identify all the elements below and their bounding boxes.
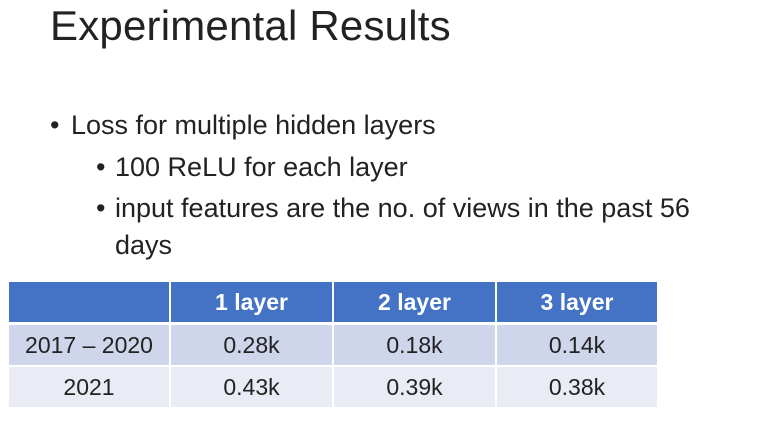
- bullet-marker: •: [96, 193, 106, 223]
- header-cell-empty: [7, 280, 171, 325]
- table-cell: 0.28k: [169, 322, 334, 367]
- row-label: 2017 – 2020: [7, 322, 171, 367]
- bullet-text: 100 ReLU for each layer: [115, 152, 408, 182]
- table-cell: 0.39k: [332, 365, 497, 409]
- header-cell-3-layer: 3 layer: [495, 280, 659, 325]
- table-cell: 0.14k: [495, 322, 659, 367]
- bullet-text-continuation: days: [115, 230, 173, 260]
- table-header-row: 1 layer 2 layer 3 layer: [7, 280, 659, 325]
- bullet-text: input features are the no. of views in t…: [115, 193, 690, 223]
- slide-title: Experimental Results: [50, 2, 451, 49]
- bullet-marker: •: [50, 110, 60, 140]
- table-cell: 0.38k: [495, 365, 659, 409]
- table-row: 2017 – 2020 0.28k 0.18k 0.14k: [7, 322, 659, 367]
- row-label: 2021: [7, 365, 171, 409]
- results-table: 1 layer 2 layer 3 layer 2017 – 2020 0.28…: [7, 280, 659, 409]
- table-cell: 0.18k: [332, 322, 497, 367]
- header-cell-2-layer: 2 layer: [332, 280, 497, 325]
- table-row: 2021 0.43k 0.39k 0.38k: [7, 365, 659, 409]
- header-cell-1-layer: 1 layer: [169, 280, 334, 325]
- bullet-marker: •: [96, 152, 106, 182]
- table-cell: 0.43k: [169, 365, 334, 409]
- bullet-text: Loss for multiple hidden layers: [71, 110, 436, 140]
